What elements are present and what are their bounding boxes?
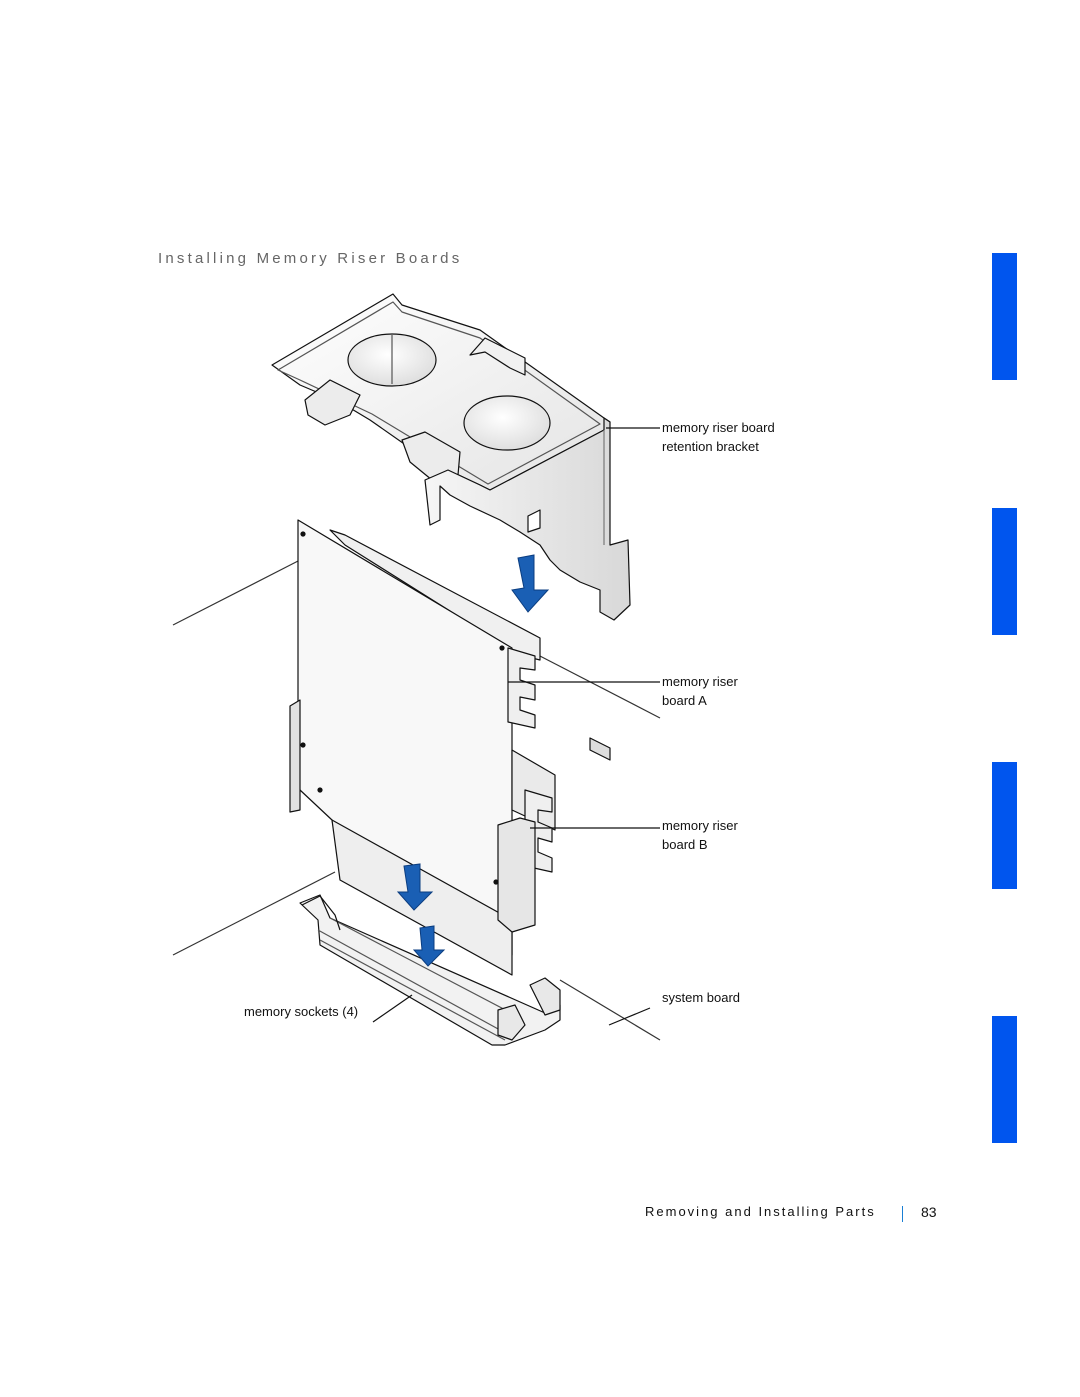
callout-line: board B xyxy=(662,837,708,852)
callout-retention-bracket: memory riser board retention bracket xyxy=(662,418,775,456)
down-arrow-icon xyxy=(396,863,434,911)
callout-line: memory sockets (4) xyxy=(244,1004,359,1019)
chapter-tab xyxy=(992,762,1017,889)
memory-sockets xyxy=(299,894,561,1046)
callout-system-board: system board xyxy=(662,988,740,1007)
callout-riser-board-b: memory riser board B xyxy=(662,816,738,854)
down-arrow-icon xyxy=(511,554,550,613)
section-title: Installing Memory Riser Boards xyxy=(158,250,463,267)
chapter-tab xyxy=(992,1016,1017,1143)
page-number: 83 xyxy=(921,1204,937,1220)
down-arrow-icon xyxy=(412,925,446,967)
callout-line: memory riser board xyxy=(662,420,775,435)
callout-memory-sockets: memory sockets (4) xyxy=(244,1002,358,1021)
memory-riser-boards xyxy=(289,519,611,976)
chapter-tab xyxy=(992,253,1017,380)
footer-separator xyxy=(902,1206,903,1222)
callout-line: memory riser xyxy=(662,818,738,833)
callout-line: retention bracket xyxy=(662,439,759,454)
callout-line: memory riser xyxy=(662,674,738,689)
callout-riser-board-a: memory riser board A xyxy=(662,672,738,710)
footer-chapter-title: Removing and Installing Parts xyxy=(645,1204,876,1219)
retention-bracket xyxy=(271,293,631,621)
callout-line: system board xyxy=(662,990,741,1005)
chapter-tab xyxy=(992,508,1017,635)
callout-line: board A xyxy=(662,693,707,708)
